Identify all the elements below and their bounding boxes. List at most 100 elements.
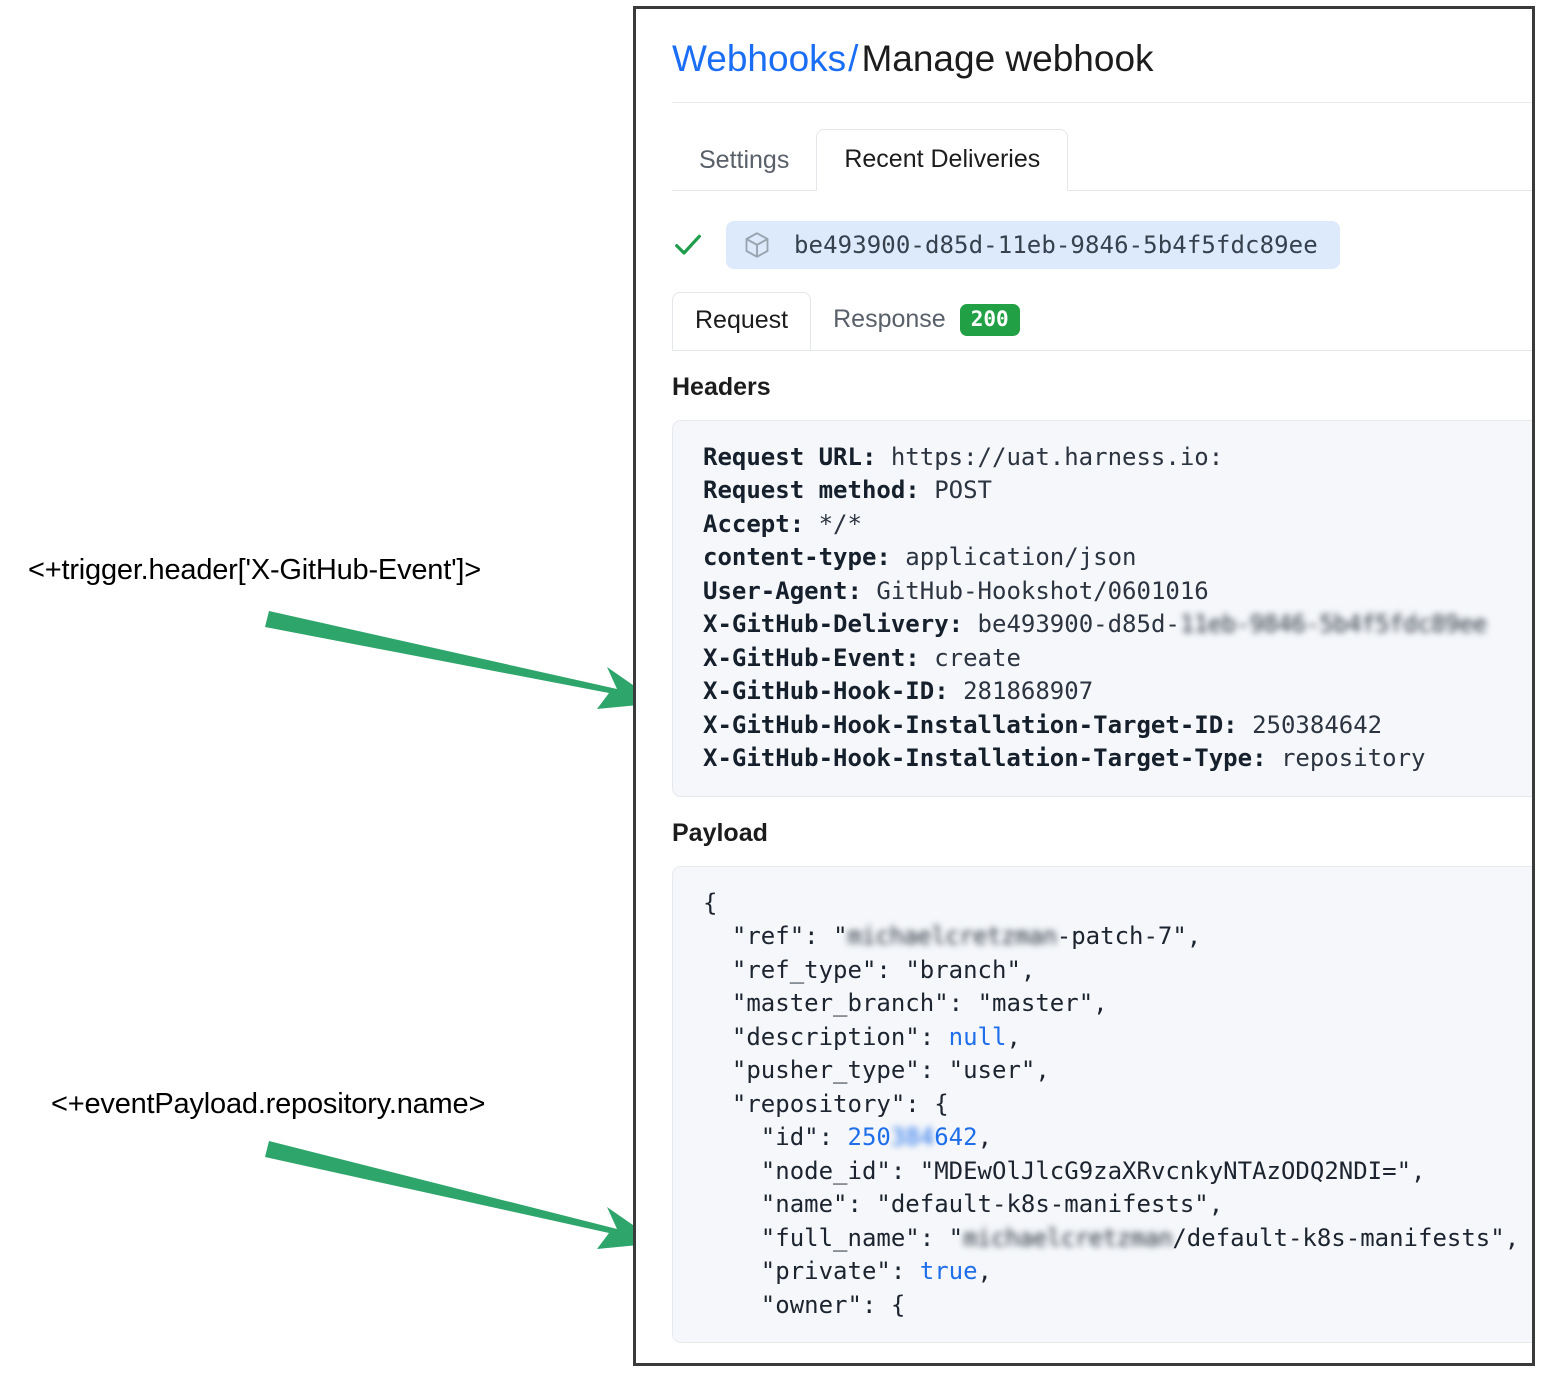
header-key: X-GitHub-Hook-Installation-Target-ID: [703,710,1238,739]
redacted-delivery-id: 11eb-9846-5b4f5fdc89ee [1179,610,1487,639]
header-line: X-GitHub-Hook-ID: 281868907 [703,675,1532,709]
payload-line: "private": true, [760,1257,992,1286]
header-line: Accept: */* [703,508,1532,542]
header-line: X-GitHub-Hook-Installation-Target-Type: … [703,742,1532,776]
header-key: content-type: [703,543,891,572]
payload-line: "master_branch": "master", [731,989,1108,1018]
page-title: Manage webhook [861,38,1154,79]
breadcrumb: Webhooks/Manage webhook [636,9,1532,102]
payload-key: "ref_type" [731,955,877,984]
header-value: be493900-d85d- [977,610,1180,639]
payload-code-block: { "ref": "michaelcretzman-patch-7", "ref… [672,865,1532,1344]
header-key: Accept: [703,509,805,538]
header-line: Request URL: https://uat.harness.io: [703,441,1532,475]
header-line: X-GitHub-Hook-Installation-Target-ID: 25… [703,709,1532,743]
header-key: Request URL: [703,442,877,471]
webhook-tabstrip: Settings Recent Deliveries [672,128,1532,191]
payload-key: "repository" [731,1089,906,1118]
tab-settings[interactable]: Settings [699,145,790,174]
payload-tail: , [977,1257,992,1286]
payload-key: "name" [760,1190,848,1219]
payload-line: "ref_type": "branch", [731,955,1036,984]
payload-quote: " [948,1223,964,1252]
payload-line-full-name: "full_name": "michaelcretzman/default-k8… [703,1222,1532,1256]
payload-key: "owner" [760,1290,862,1319]
payload-line: "repository": { [731,1089,949,1118]
payload-tail: , [977,1123,993,1152]
header-value: create [934,643,1021,672]
check-icon [675,234,701,255]
payload-value: "default-k8s-manifests", [876,1190,1224,1219]
payload-line-ref: "ref": "michaelcretzman-patch-7", [703,920,1532,954]
delivery-row[interactable]: be493900-d85d-11eb-9846-5b4f5fdc89ee [672,220,1532,269]
delivery-id-text: be493900-d85d-11eb-9846-5b4f5fdc89ee [794,230,1318,259]
manage-webhook-panel: Webhooks/Manage webhook Settings Recent D… [633,6,1535,1366]
payload-value: { [890,1290,906,1319]
payload-key: "master_branch" [731,989,949,1018]
subtab-request[interactable]: Request [672,291,812,350]
payload-key: "pusher_type" [731,1056,920,1085]
payload-text: { [703,888,718,917]
header-value: https://uat.harness.io: [890,442,1224,471]
payload-quote: " [833,922,848,951]
breadcrumb-link-webhooks[interactable]: Webhooks [672,38,847,79]
payload-number-suffix: 642 [934,1123,978,1152]
header-value: 250384642 [1252,710,1383,739]
payload-key: "private" [760,1257,891,1286]
annotation-event-payload-expression: <+eventPayload.repository.name> [51,1088,486,1120]
payload-literal: null [948,1022,1007,1051]
payload-line: { [703,887,1532,921]
payload-literal: true [919,1257,978,1286]
headers-section-title: Headers [672,372,771,401]
annotation-arrow-2 [265,1141,659,1249]
header-key: X-GitHub-Delivery: [703,610,964,639]
header-value: */* [818,509,862,538]
header-key: X-GitHub-Hook-Installation-Target-Type: [703,744,1267,773]
payload-key: "id" [760,1123,819,1152]
header-line: content-type: application/json [703,541,1532,575]
delivery-id-chip[interactable]: be493900-d85d-11eb-9846-5b4f5fdc89ee [726,220,1340,269]
payload-value: "user", [948,1056,1050,1085]
redacted-id-digits: 384 [890,1123,935,1152]
subtab-response-label: Response [833,305,946,334]
header-key: User-Agent: [703,576,862,605]
cube-icon [745,232,769,258]
subtab-response[interactable]: Response 200 [811,291,1042,350]
header-line: Request method: POST [703,474,1532,508]
header-value: application/json [905,543,1137,572]
payload-line-id: "id": 250384642, [703,1121,1532,1155]
header-line: X-GitHub-Delivery: be493900-d85d-11eb-98… [703,608,1532,642]
header-divider [672,101,1532,103]
annotation-trigger-header-expression: <+trigger.header['X-GitHub-Event']> [28,554,482,586]
payload-value-suffix: /default-k8s-manifests", [1172,1223,1520,1252]
header-value: GitHub-Hookshot/0601016 [876,576,1209,605]
payload-line: "description": null, [731,1022,1021,1051]
payload-value: "MDEwOlJlcG9zaXRvcnkyNTAzODQ2NDI=", [919,1156,1426,1185]
status-badge: 200 [959,303,1020,336]
payload-key: "node_id" [760,1156,891,1185]
payload-value: "branch", [905,955,1036,984]
payload-key: "description" [731,1022,920,1051]
breadcrumb-separator: / [848,38,859,79]
payload-key: "ref" [731,922,805,951]
header-line-x-github-event: X-GitHub-Event: create [703,642,1532,676]
header-value: 281868907 [963,677,1094,706]
payload-line: "owner": { [760,1290,906,1319]
header-key: X-GitHub-Hook-ID: [703,677,949,706]
request-response-tabstrip: Request Response 200 [672,291,1532,351]
payload-line-name: "name": "default-k8s-manifests", [760,1190,1224,1219]
payload-number-prefix: 250 [847,1123,891,1152]
payload-line: "node_id": "MDEwOlJlcG9zaXRvcnkyNTAzODQ2… [760,1156,1426,1185]
headers-code-block: Request URL: https://uat.harness.io: Req… [672,419,1532,797]
header-value: repository [1280,744,1426,773]
payload-tail: , [1006,1022,1021,1051]
tab-recent-deliveries[interactable]: Recent Deliveries [816,128,1069,191]
tabstrip-underline [672,189,1532,191]
payload-value-suffix: -patch-7", [1056,922,1202,951]
header-value: POST [934,476,992,505]
payload-value: "master", [977,989,1108,1018]
header-line: User-Agent: GitHub-Hookshot/0601016 [703,575,1532,609]
redacted-username: michaelcretzman [963,1223,1173,1252]
header-key: X-GitHub-Event: [703,643,920,672]
subtabstrip-underline [672,349,1532,351]
